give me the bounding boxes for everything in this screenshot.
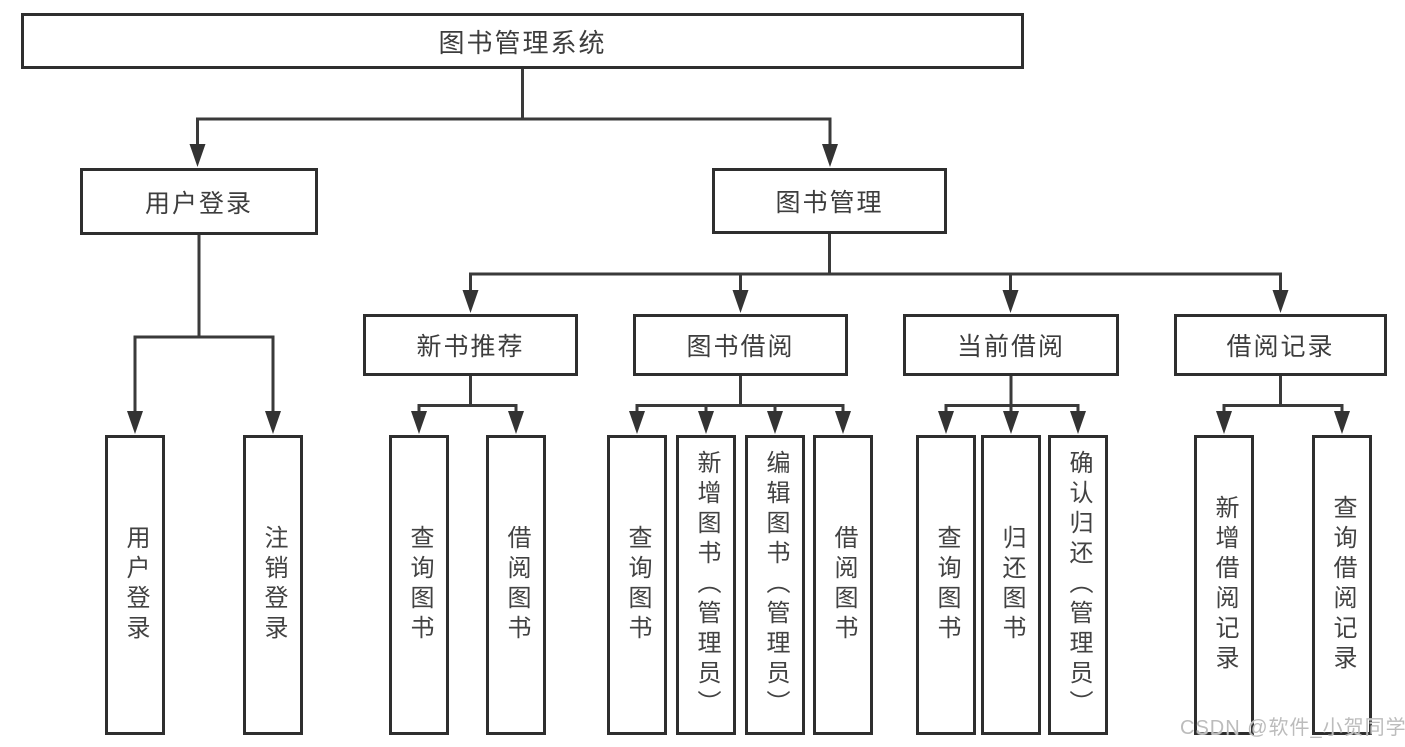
node-user-login: 用户登录 — [80, 168, 318, 235]
leaf-query-books-current: 查询图书 — [916, 435, 976, 735]
node-book-management: 图书管理 — [712, 168, 947, 234]
node-library-management-system: 图书管理系统 — [21, 13, 1024, 69]
leaf-logout: 注销登录 — [243, 435, 303, 735]
leaf-user-login: 用户登录 — [105, 435, 165, 735]
leaf-confirm-return-admin: 确认归还（管理员） — [1048, 435, 1108, 735]
leaf-query-borrow-record: 查询借阅记录 — [1312, 435, 1372, 735]
leaf-query-books-borrowing: 查询图书 — [607, 435, 667, 735]
leaf-return-books: 归还图书 — [981, 435, 1041, 735]
leaf-edit-books-admin: 编辑图书（管理员） — [745, 435, 805, 735]
csdn-watermark: CSDN @软件_小贺同学 — [1180, 717, 1405, 739]
leaf-borrow-books-borrowing: 借阅图书 — [813, 435, 873, 735]
node-new-book-recommendation: 新书推荐 — [363, 314, 578, 376]
leaf-borrow-books-recommend: 借阅图书 — [486, 435, 546, 735]
tree-edges — [133, 69, 1344, 415]
leaf-add-books-admin: 新增图书（管理员） — [676, 435, 736, 735]
leaf-add-borrow-record: 新增借阅记录 — [1194, 435, 1254, 735]
node-current-borrowing: 当前借阅 — [903, 314, 1119, 376]
node-book-borrowing: 图书借阅 — [633, 314, 848, 376]
leaf-query-books-recommend: 查询图书 — [389, 435, 449, 735]
node-borrowing-records: 借阅记录 — [1174, 314, 1387, 376]
